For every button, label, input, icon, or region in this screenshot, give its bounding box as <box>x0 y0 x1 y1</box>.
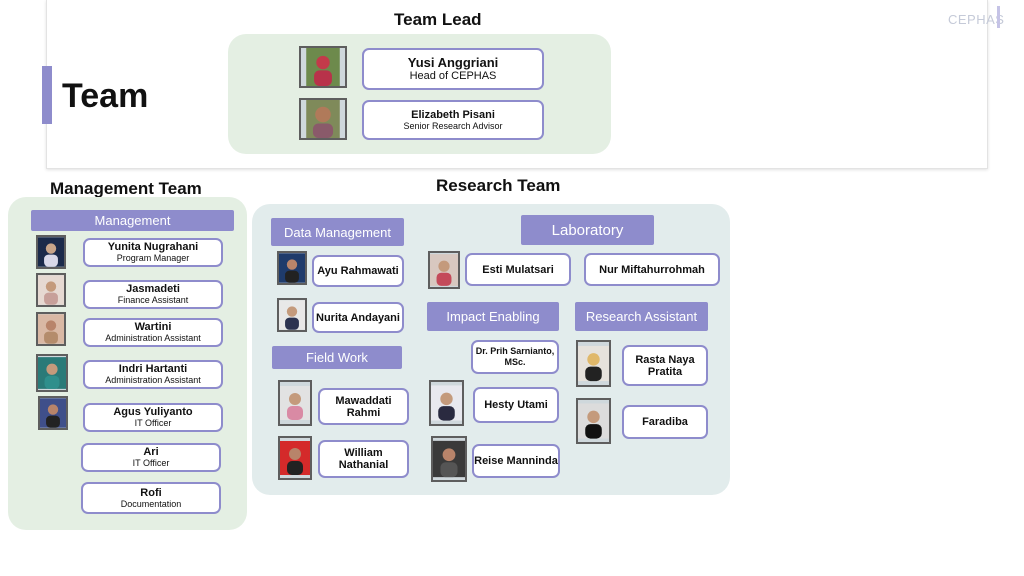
member-name: Indri Hartanti <box>118 363 188 375</box>
member-photo <box>38 396 68 430</box>
member-card: Ayu Rahmawati <box>312 255 404 287</box>
member-name: Dr. Prih Sarnianto, MSc. <box>475 346 555 367</box>
member-card: Mawaddati Rahmi <box>318 388 409 425</box>
member-name: Jasmadeti <box>126 283 180 295</box>
laboratory-tag: Laboratory <box>521 215 654 245</box>
management-tag: Management <box>31 210 234 231</box>
member-role: Senior Research Advisor <box>403 120 503 131</box>
member-photo <box>576 340 611 387</box>
member-card: Reise Manninda <box>472 444 560 478</box>
research-heading: Research Team <box>436 176 561 195</box>
member-card: Wartini Administration Assistant <box>83 318 223 347</box>
member-card: Yunita Nugrahani Program Manager <box>83 238 223 267</box>
member-photo <box>277 251 307 285</box>
team-lead-heading: Team Lead <box>394 10 482 29</box>
member-role: IT Officer <box>132 458 170 468</box>
research-assistant-tag: Research Assistant <box>575 302 708 331</box>
member-card: Indri Hartanti Administration Assistant <box>83 360 223 389</box>
member-photo <box>576 398 611 444</box>
member-name: Nur Miftahurrohmah <box>599 263 705 276</box>
member-card: Hesty Utami <box>473 387 559 423</box>
member-role: Finance Assistant <box>117 295 189 305</box>
member-card-yusi: Yusi Anggriani Head of CEPHAS <box>362 48 544 90</box>
title-accent-bar <box>42 66 52 124</box>
member-photo <box>299 98 347 140</box>
member-card: Rasta Naya Pratita <box>622 345 708 386</box>
member-name: Rasta Naya Pratita <box>635 353 695 378</box>
member-card: William Nathanial <box>318 440 409 478</box>
brand-bar <box>997 6 1000 28</box>
member-card: Jasmadeti Finance Assistant <box>83 280 223 309</box>
member-role: IT Officer <box>134 418 172 428</box>
member-name: Agus Yuliyanto <box>113 406 193 418</box>
member-photo <box>431 436 467 482</box>
member-card-elizabeth: Elizabeth Pisani Senior Research Advisor <box>362 100 544 140</box>
member-card: Dr. Prih Sarnianto, MSc. <box>471 340 559 374</box>
member-role: Head of CEPHAS <box>409 70 497 82</box>
page-title: Team <box>62 77 149 115</box>
member-name: Elizabeth Pisani <box>411 108 495 121</box>
member-name: Nurita Andayani <box>316 311 400 324</box>
member-photo <box>277 298 307 332</box>
member-name: Ayu Rahmawati <box>317 265 399 277</box>
management-heading: Management Team <box>50 179 202 198</box>
member-name: Yusi Anggriani <box>407 55 499 70</box>
member-name: Wartini <box>134 321 172 333</box>
data-management-tag: Data Management <box>271 218 404 246</box>
member-name: Rofi <box>140 486 162 499</box>
member-role: Program Manager <box>116 253 190 263</box>
member-name: Hesty Utami <box>484 399 548 411</box>
brand-text: CEPHAS <box>948 12 1005 27</box>
member-photo <box>36 312 66 346</box>
member-photo <box>278 436 312 480</box>
member-card: Ari IT Officer <box>81 443 221 472</box>
member-photo <box>299 46 347 88</box>
member-card: Rofi Documentation <box>81 482 221 514</box>
member-name: Reise Manninda <box>474 455 558 467</box>
member-photo <box>36 354 68 392</box>
member-card: Nurita Andayani <box>312 302 404 333</box>
member-card: Faradiba <box>622 405 708 439</box>
member-role: Administration Assistant <box>105 333 201 343</box>
member-name: William Nathanial <box>338 447 389 471</box>
member-role: Documentation <box>120 498 182 509</box>
member-photo <box>428 251 460 289</box>
member-name: Mawaddati Rahmi <box>335 394 392 419</box>
member-name: Yunita Nugrahani <box>107 241 199 253</box>
impact-enabling-tag: Impact Enabling <box>427 302 559 331</box>
member-card: Esti Mulatsari <box>465 253 571 286</box>
member-photo <box>278 380 312 426</box>
member-card: Nur Miftahurrohmah <box>584 253 720 286</box>
member-name: Faradiba <box>642 416 688 428</box>
field-work-tag: Field Work <box>272 346 402 369</box>
member-photo <box>429 380 464 426</box>
member-photo <box>36 235 66 269</box>
member-photo <box>36 273 66 307</box>
member-name: Esti Mulatsari <box>482 263 554 276</box>
member-role: Administration Assistant <box>105 375 201 385</box>
member-card: Agus Yuliyanto IT Officer <box>83 403 223 432</box>
member-name: Ari <box>143 446 159 458</box>
